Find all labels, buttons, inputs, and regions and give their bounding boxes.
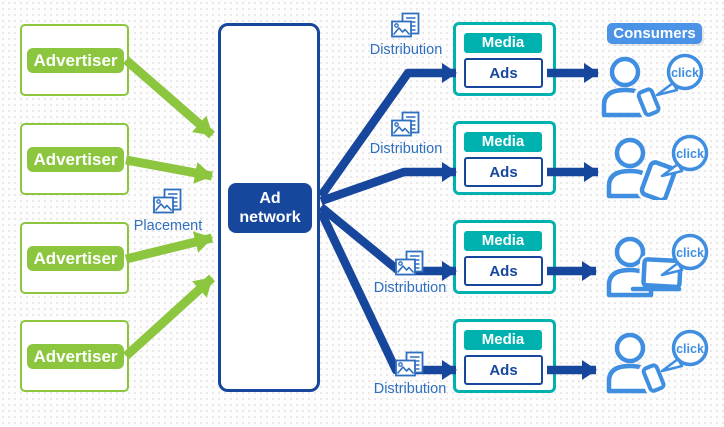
ads-label: Ads — [489, 262, 518, 280]
media-box: Media Ads — [453, 319, 556, 393]
consumer-icon: click — [600, 329, 718, 395]
click-bubble-label: click — [671, 66, 699, 80]
distribution-icon — [390, 111, 422, 141]
media-label: Media — [464, 33, 542, 53]
consumer-icon: click — [595, 53, 713, 119]
smartphone-icon — [633, 84, 664, 119]
advertiser-box: Advertiser — [20, 24, 129, 96]
click-bubble-label: click — [676, 342, 704, 356]
ads-box: Ads — [464, 355, 543, 385]
distribution-icon — [394, 250, 426, 280]
placement-annotation: Placement — [120, 188, 216, 234]
advertiser-to-network-arrow — [122, 274, 216, 360]
distribution-annotation: Distribution — [358, 111, 454, 157]
media-label: Media — [464, 132, 542, 152]
media-box: Media Ads — [453, 22, 556, 96]
advertiser-box: Advertiser — [20, 123, 129, 195]
media-label: Media — [464, 231, 542, 251]
ads-label: Ads — [489, 163, 518, 181]
ads-box: Ads — [464, 157, 543, 187]
media-box: Media Ads — [453, 121, 556, 195]
ads-box: Ads — [464, 256, 543, 286]
distribution-label: Distribution — [369, 42, 443, 58]
advertiser-box: Advertiser — [20, 222, 129, 294]
distribution-annotation: Distribution — [362, 351, 458, 397]
distribution-icon — [390, 12, 422, 42]
laptop-icon — [630, 254, 686, 292]
click-bubble-label: click — [676, 246, 704, 260]
advertiser-box: Advertiser — [20, 320, 129, 392]
consumers-label: Consumers — [607, 23, 702, 44]
tablet-icon — [637, 157, 680, 200]
advertiser-label: Advertiser — [27, 246, 124, 271]
advertiser-to-network-arrow — [123, 56, 215, 139]
consumer-icon: click — [600, 233, 718, 299]
smartphone-icon — [638, 360, 669, 395]
media-box: Media Ads — [453, 220, 556, 294]
ad-network-label-line1: Ad — [259, 189, 281, 207]
ad-network-label-line2: network — [239, 209, 301, 226]
placement-icon — [152, 188, 184, 218]
advertiser-to-network-arrow — [124, 231, 214, 264]
ads-label: Ads — [489, 64, 518, 82]
network-to-media-arrow — [319, 162, 457, 206]
ad-network-label: Ad network — [228, 183, 312, 233]
advertiser-label: Advertiser — [27, 48, 124, 73]
media-label: Media — [464, 330, 542, 350]
advertiser-label: Advertiser — [27, 147, 124, 172]
advertiser-to-network-arrow — [125, 155, 213, 184]
consumer-icon: click — [600, 134, 718, 200]
distribution-icon — [394, 351, 426, 381]
distribution-annotation: Distribution — [362, 250, 458, 296]
ads-box: Ads — [464, 58, 543, 88]
ads-label: Ads — [489, 361, 518, 379]
advertiser-label: Advertiser — [27, 344, 124, 369]
distribution-label: Distribution — [373, 280, 447, 296]
distribution-annotation: Distribution — [358, 12, 454, 58]
distribution-label: Distribution — [373, 381, 447, 397]
placement-label: Placement — [133, 218, 203, 234]
distribution-label: Distribution — [369, 141, 443, 157]
click-bubble-label: click — [676, 147, 704, 161]
